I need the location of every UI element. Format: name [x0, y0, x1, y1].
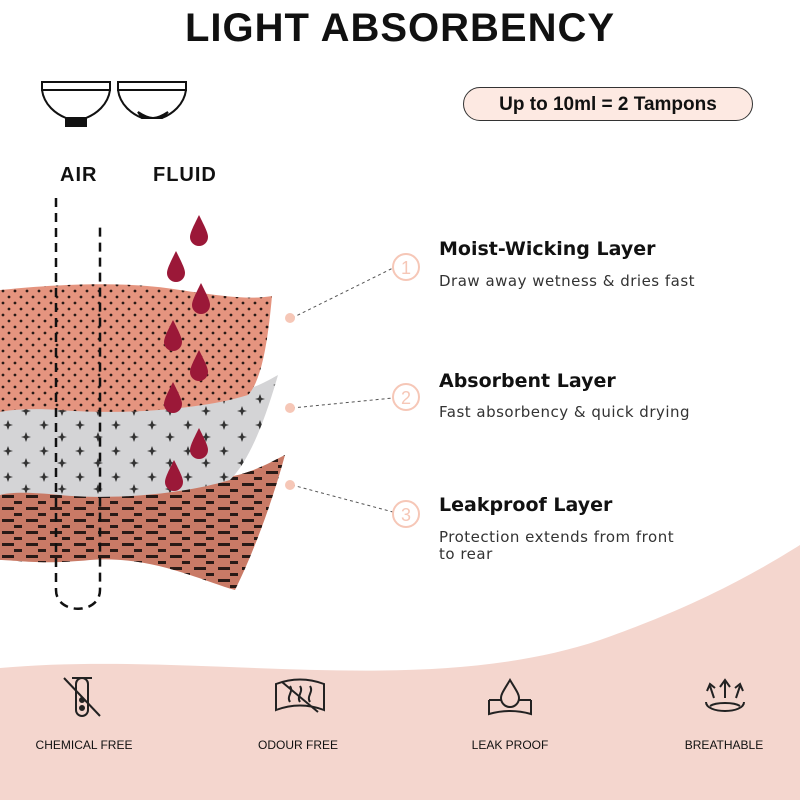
layer-3-desc: Protection extends from front to rear: [439, 528, 675, 563]
feature-leak-proof: LEAK PROOF: [471, 738, 549, 752]
feature-chemical-free: CHEMICAL FREE: [35, 738, 133, 752]
odour-crossed-icon: [275, 678, 325, 713]
layer-1-desc: Draw away wetness & dries fast: [439, 272, 696, 290]
feature-breathable: BREATHABLE: [684, 738, 764, 752]
layer-number-2: 2: [401, 388, 411, 408]
air-label: AIR: [60, 164, 98, 186]
layer-2-desc: Fast absorbency & quick drying: [439, 403, 691, 421]
fluid-drops: [164, 215, 210, 491]
page-title: LIGHT ABSORBENCY: [184, 6, 616, 50]
layer-3-title: Leakproof Layer: [439, 494, 613, 516]
test-tube-crossed-icon: [63, 677, 101, 717]
fluid-label: FLUID: [153, 164, 217, 186]
layer-number-markers: [392, 253, 420, 528]
capacity-badge: Up to 10ml = 2 Tampons: [463, 87, 753, 121]
underwear-icon-2: [117, 81, 187, 119]
air-path: [54, 198, 102, 610]
layer-2-title: Absorbent Layer: [439, 370, 616, 392]
layer-1-title: Moist-Wicking Layer: [439, 238, 656, 260]
feature-odour-free: ODOUR FREE: [257, 738, 338, 752]
droplet-shield-icon: [488, 678, 532, 716]
underwear-icon-1: [41, 81, 111, 127]
layer-number-3: 3: [401, 505, 411, 525]
layer-number-1: 1: [401, 258, 411, 278]
breathable-arrows-icon: [705, 678, 745, 712]
bottom-band: [0, 545, 800, 800]
